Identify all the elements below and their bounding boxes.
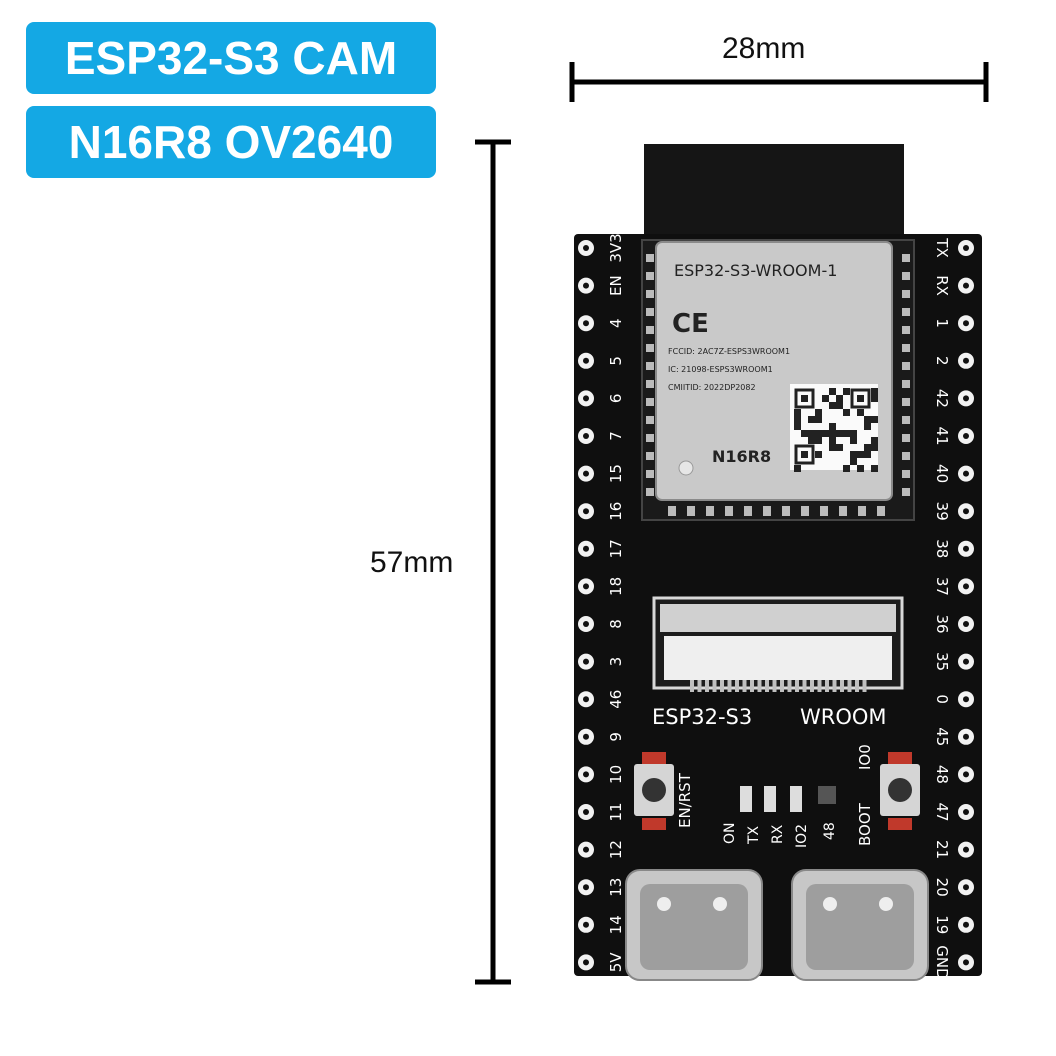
pin-label-right: 19 [933,915,951,934]
io0-label: IO0 [856,744,874,770]
pin-label-right: 36 [933,614,951,633]
width-dimension-line [569,62,989,102]
ic-text: IC: 21098-ESPS3WROOM1 [668,365,773,374]
led-48-label: 48 [822,822,838,840]
pin-label-left: 6 [607,394,625,404]
pin-label-right: TX [933,237,951,257]
pin-label-left: 46 [607,690,625,709]
pin-label-left: 17 [607,539,625,558]
pin-label-left: 3V3 [607,233,625,262]
pin-label-left: 14 [607,915,625,934]
pin-label-right: 20 [933,878,951,897]
pin-headers [578,240,974,971]
pin-label-left: 18 [607,577,625,596]
pin-label-right: 21 [933,840,951,859]
width-dimension-label: 28mm [722,32,806,65]
pin-label-left: 9 [607,732,625,742]
boot-label: BOOT [856,802,874,846]
usb-c-port-right [791,869,929,981]
fccid-text: FCCID: 2AC7Z-ESPS3WROOM1 [668,347,790,356]
usb-c-port-left [625,869,763,981]
pin-label-left: 5 [607,356,625,366]
height-dimension-label: 57mm [370,546,454,579]
title-badge-variant: N16R8 OV2640 [26,106,436,178]
pin-label-left: 13 [607,878,625,897]
pin-label-left: 12 [607,840,625,859]
pin-label-left: 7 [607,431,625,441]
module-dot [678,460,694,476]
pin-label-right: 40 [933,464,951,483]
pin-label-left: 16 [607,502,625,521]
pin-label-right: 48 [933,765,951,784]
pin-label-right: 41 [933,426,951,445]
board-name-left: ESP32-S3 [652,705,752,729]
pin-label-left: 15 [607,464,625,483]
pin-label-right: 35 [933,652,951,671]
status-leds [740,786,836,812]
en-rst-label: EN/RST [676,772,694,828]
led-io2-label: IO2 [794,824,810,848]
height-dimension-line [475,139,511,985]
en-reset-button [634,752,674,830]
ce-mark: CE [672,309,709,339]
pin-label-left: 11 [607,802,625,821]
boot-button [880,752,920,830]
cmiit-text: CMIITID: 2022DP2082 [668,383,756,392]
pin-label-left: 10 [607,765,625,784]
led-rx-label: RX [770,824,786,844]
pin-label-left: 3 [607,657,625,667]
pin-label-right: 37 [933,577,951,596]
title-badge-model: ESP32-S3 CAM [26,22,436,94]
module-name: ESP32-S3-WROOM-1 [674,261,837,280]
pin-label-right: 42 [933,389,951,408]
pin-label-left: 5V [607,952,625,973]
led-tx-label: TX [746,825,762,845]
pin-label-right: 0 [933,694,951,704]
module-variant: N16R8 [712,447,771,466]
pin-label-right: 39 [933,502,951,521]
pin-label-right: RX [933,275,951,296]
pin-label-left: EN [607,275,625,296]
module-pads [646,254,910,516]
pin-label-right: GND [933,945,951,979]
qr-code [790,384,878,472]
pin-label-right: 47 [933,802,951,821]
pin-label-right: 1 [933,318,951,328]
board-name-right: WROOM [800,705,887,729]
pin-label-left: 8 [607,619,625,629]
pin-label-right: 45 [933,727,951,746]
camera-fpc-connector [652,596,904,692]
pin-label-right: 38 [933,539,951,558]
pin-label-right: 2 [933,356,951,366]
led-on-label: ON [722,823,738,845]
pin-label-left: 4 [607,318,625,328]
